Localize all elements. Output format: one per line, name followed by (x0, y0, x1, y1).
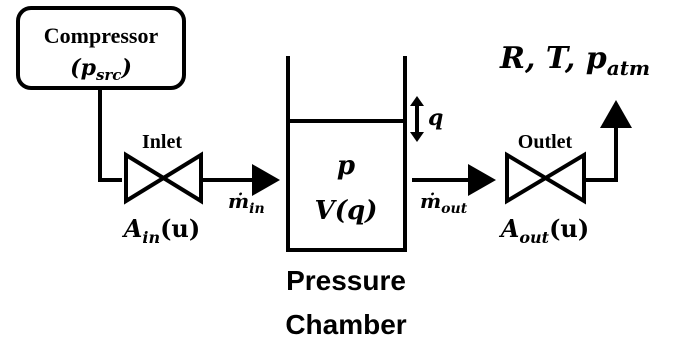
exhaust-line (586, 100, 632, 182)
chamber-name-line2: Chamber (285, 309, 406, 340)
compressor-block: Compressor (psrc) (16, 6, 186, 90)
ambient-conditions-label: R, T, patm (499, 41, 650, 80)
outlet-valve-symbol (505, 151, 586, 205)
pressure-chamber: p V(q) q Pressure Chamber (285, 56, 443, 340)
supply-line (98, 88, 122, 182)
outlet-label: Outlet (518, 131, 573, 153)
chamber-volume-label: V(q) (315, 196, 378, 226)
inflow-label: ṁin (228, 189, 265, 217)
outflow-label: ṁout (420, 189, 468, 217)
chamber-name-line1: Pressure (286, 265, 406, 296)
compressor-pressure-label: (psrc) (70, 55, 132, 84)
inlet-area-label: Ain(u) (122, 214, 201, 247)
outlet-valve: Outlet Aout(u) (499, 131, 590, 247)
piston-arrow-down-head (410, 132, 424, 142)
inlet-valve: Inlet Ain(u) (122, 131, 203, 247)
piston-arrow-up-head (410, 96, 424, 106)
outlet-area-label: Aout(u) (499, 214, 590, 247)
compressor-title: Compressor (44, 23, 159, 48)
chamber-walls (286, 56, 407, 252)
inlet-valve-symbol (124, 151, 203, 205)
inlet-label: Inlet (142, 131, 182, 153)
chamber-pressure-label: p (337, 151, 355, 181)
piston-displacement-label: q (428, 105, 443, 131)
